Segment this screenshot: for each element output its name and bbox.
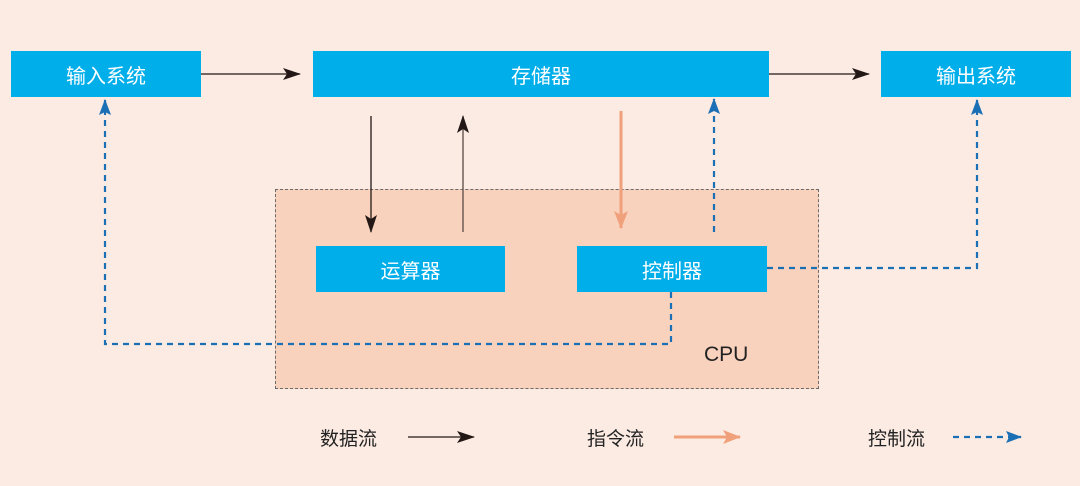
node-output-system: 输出系统 [881, 51, 1071, 97]
edge-controller-to-output [767, 99, 983, 270]
edge-controller-to-input [99, 99, 673, 346]
node-input-system: 输入系统 [11, 51, 201, 97]
node-controller: 控制器 [577, 246, 767, 292]
legend-instruction-label: 指令流 [587, 428, 645, 450]
node-alu: 运算器 [316, 246, 505, 292]
legend-data-label: 数据流 [320, 428, 378, 450]
cpu-label: CPU [704, 343, 749, 366]
node-memory: 存储器 [313, 51, 769, 97]
legend-control-label: 控制流 [868, 428, 926, 450]
